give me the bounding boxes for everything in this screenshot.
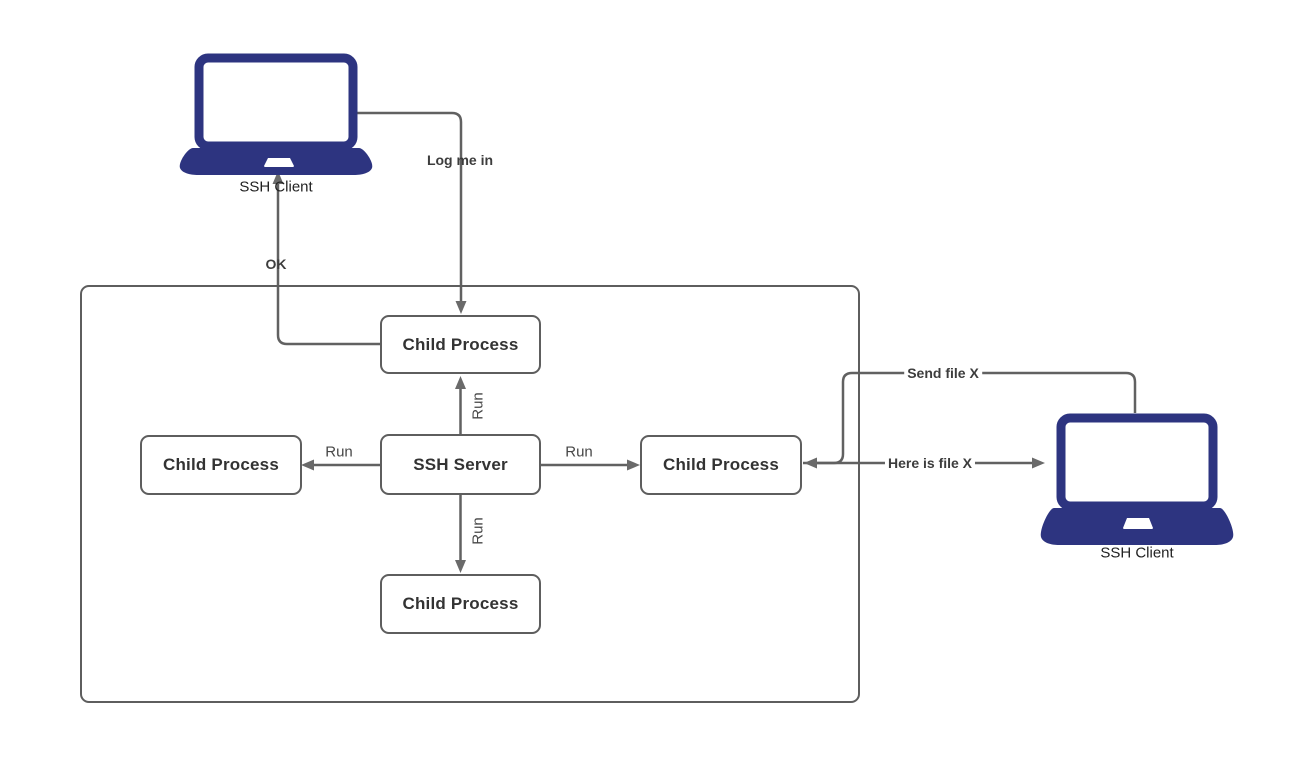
edge-label-run-left: Run	[325, 443, 353, 461]
server-boundary-box	[80, 285, 860, 703]
edge-label-here-is-file: Here is file X	[884, 455, 976, 471]
arrowhead-run-left	[301, 459, 314, 471]
edge-label-run-bottom: Run	[469, 517, 487, 545]
edge-label-ok: OK	[265, 256, 287, 272]
edge-label-log-me-in: Log me in	[426, 152, 494, 168]
arrowhead-run-bottom	[455, 560, 466, 573]
arrowhead-ok	[272, 171, 284, 184]
edge-send-file	[816, 371, 1137, 465]
arrowhead-here-is-file	[1032, 457, 1045, 469]
node-child-process-bottom: Child Process	[380, 574, 541, 634]
node-child-process-top: Child Process	[380, 315, 541, 374]
node-ssh-server: SSH Server	[380, 434, 541, 495]
arrowhead-run-top	[455, 376, 466, 389]
edge-log-me-in	[357, 111, 463, 303]
arrowhead-run-right	[627, 459, 640, 471]
arrowhead-send-file	[804, 457, 817, 469]
arrowhead-log-me-in	[455, 301, 467, 314]
ssh-client-left-label: SSH Client	[239, 178, 313, 196]
edge-label-run-top: Run	[469, 392, 487, 420]
node-child-process-left: Child Process	[140, 435, 302, 495]
laptop-icon-right	[1040, 413, 1234, 545]
laptop-icon-left	[179, 53, 373, 175]
node-child-process-right: Child Process	[640, 435, 802, 495]
edge-label-run-right: Run	[565, 443, 593, 461]
node-label: SSH Server	[413, 454, 508, 474]
edge-label-send-file: Send file X	[904, 365, 982, 381]
node-label: Child Process	[163, 455, 279, 474]
ssh-client-right-label: SSH Client	[1100, 544, 1174, 562]
node-label: Child Process	[402, 594, 519, 613]
edge-ok	[276, 184, 380, 346]
node-label: Child Process	[663, 455, 779, 474]
node-label: Child Process	[402, 334, 519, 354]
